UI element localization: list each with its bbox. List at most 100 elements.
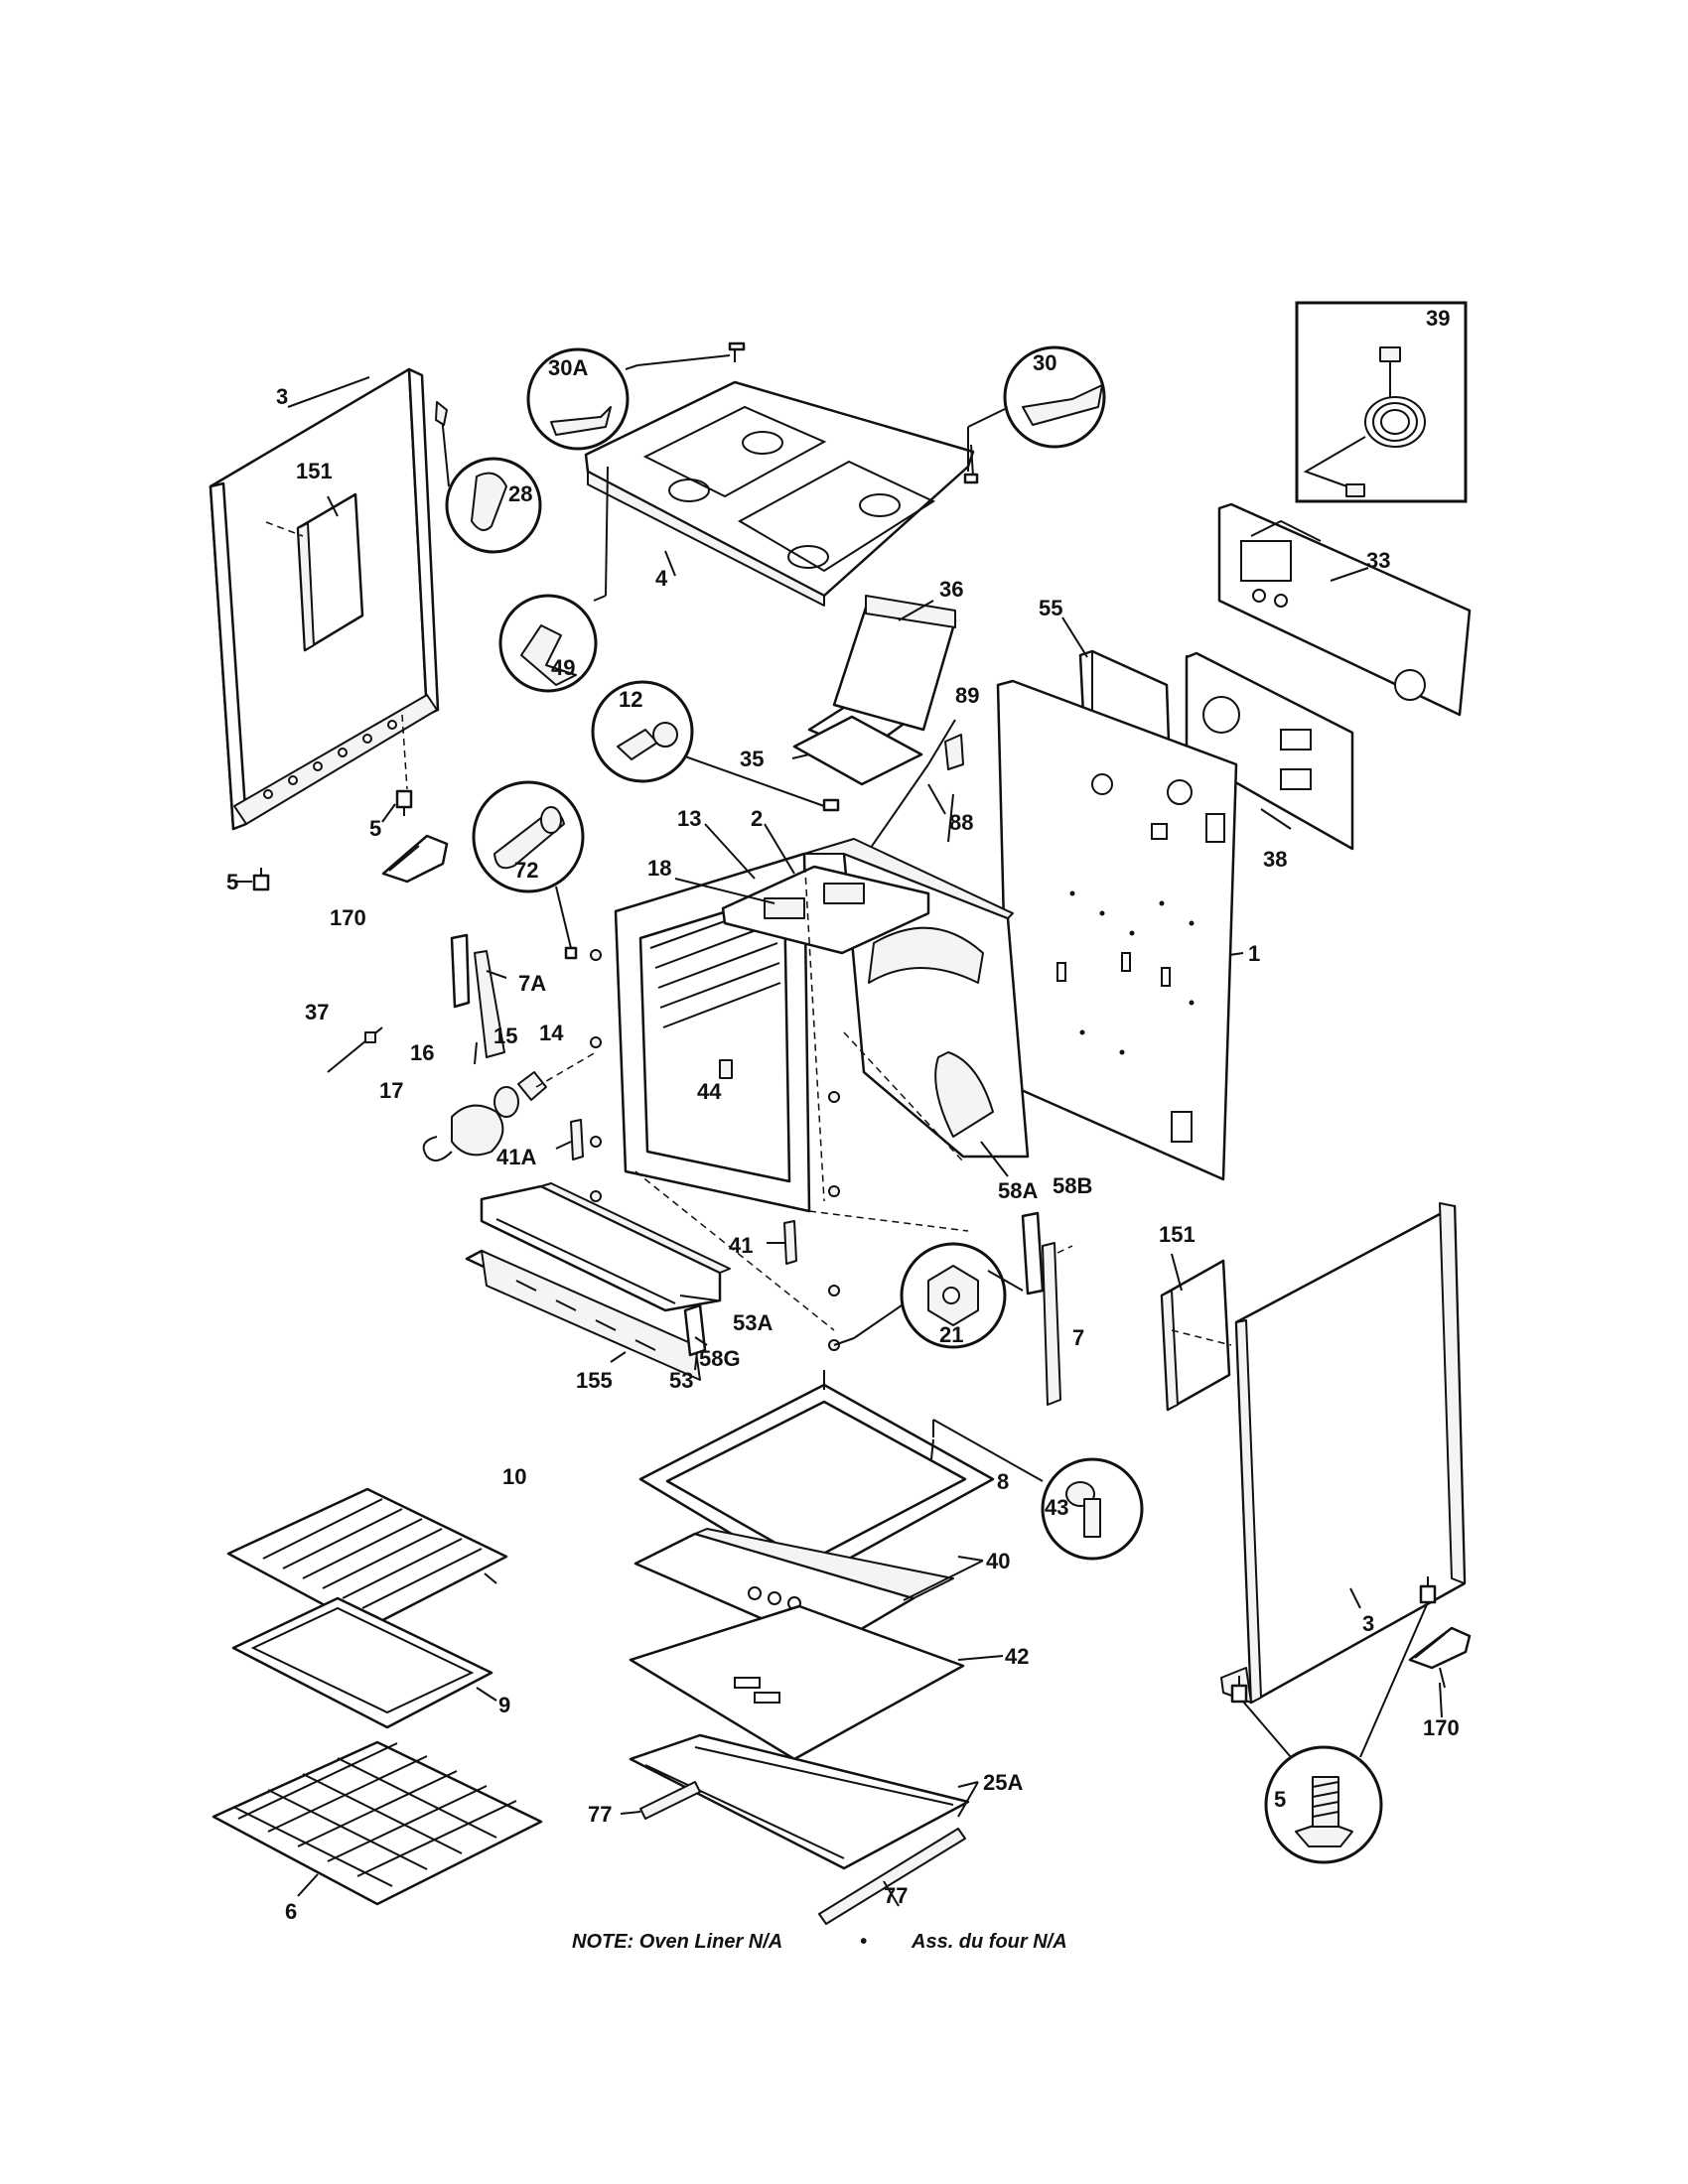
note-bullet: • [860,1931,867,1953]
bulb-15-icon [493,1086,519,1118]
label-58A: 58A [998,1178,1038,1203]
drawer-liner-42 [629,1604,965,1761]
clip-17-icon [422,1136,453,1161]
rail-77-b [818,1828,966,1925]
bracket-41A [555,1119,584,1160]
label-2: 2 [751,806,763,831]
label-72: 72 [514,858,538,883]
clip-28-icon [471,472,507,531]
oven-front-frame [614,852,811,1213]
label-1: 1 [1248,941,1260,966]
broiler-grid-10 [226,1487,508,1630]
drawer-panel-155 [465,1249,701,1381]
gasket-35 [792,715,923,786]
right-insulation-151 [1160,1259,1232,1412]
label-13: 13 [677,806,701,831]
wire-37 [327,1026,383,1073]
bracket-30A-icon [550,406,612,436]
label-5-a: 5 [369,816,381,841]
screw-5-b [252,868,270,891]
label-28: 28 [508,481,532,506]
label-7: 7 [1072,1325,1084,1350]
label-30A: 30A [548,355,588,380]
label-9: 9 [498,1693,510,1717]
label-30: 30 [1033,350,1056,375]
light-44-icon [719,1059,733,1079]
label-53A: 53A [733,1310,773,1335]
label-39: 39 [1426,306,1450,331]
footer-note: NOTE: Oven Liner N/A • Ass. du four N/A [572,1931,1067,1953]
label-58B: 58B [1053,1173,1092,1198]
back-panel-33 [1217,502,1472,717]
label-7A: 7A [518,971,546,996]
hinge-7 [1021,1211,1073,1406]
spark-49-icon [520,624,577,686]
label-88: 88 [949,810,973,835]
label-18: 18 [647,856,671,881]
drawer-end-53 [683,1303,707,1357]
drawer-front-53A [480,1182,731,1312]
label-5-c: 5 [1274,1787,1286,1812]
label-35: 35 [740,747,764,771]
screw-right-b [1230,1676,1248,1704]
wire-cover-38 [1185,651,1354,851]
label-36: 36 [939,577,963,602]
label-33: 33 [1366,548,1390,573]
label-41A: 41A [496,1145,536,1169]
label-8: 8 [997,1469,1009,1494]
switch-89-icon [944,734,964,770]
label-170-right: 170 [1423,1715,1460,1740]
oven-top-bracket-2 [721,865,930,955]
bracket-30-icon [1022,384,1103,426]
label-4: 4 [655,566,668,591]
label-41: 41 [729,1233,753,1258]
cylinder-72-icon [493,806,565,870]
bracket-170-right [1408,1626,1472,1689]
label-53: 53 [669,1368,693,1393]
label-38: 38 [1263,847,1287,872]
label-17: 17 [379,1078,403,1103]
label-40: 40 [986,1549,1010,1573]
note-oven-liner: NOTE: Oven Liner N/A [572,1931,782,1953]
rail-77-a [639,1781,701,1820]
label-3-right: 3 [1362,1611,1374,1636]
right-side-panel [1220,1202,1467,1705]
label-55: 55 [1039,596,1062,620]
label-25A: 25A [983,1770,1023,1795]
label-89: 89 [955,683,979,708]
label-170-left: 170 [330,905,366,930]
label-151-left: 151 [296,459,333,483]
label-6: 6 [285,1899,297,1924]
main-top-4 [584,380,975,607]
left-insulation-151 [296,492,364,652]
label-58G: 58G [699,1346,741,1371]
label-14: 14 [539,1021,564,1045]
label-15: 15 [493,1024,517,1048]
broiler-pan-9 [231,1596,493,1729]
screw-5-a [395,789,413,816]
part-labels: 3 151 28 30A 30 39 4 49 36 33 55 12 35 8… [226,306,1460,1924]
socket-14-icon [517,1071,547,1101]
leveler-5-icon [1295,1776,1353,1847]
drawer-rack-25A [629,1733,970,1870]
oven-wrapper-58B [803,838,1030,1159]
frame-screws [590,949,840,1351]
bracket-170-left [381,834,449,884]
bracket-41 [767,1220,797,1265]
label-151-right: 151 [1159,1222,1196,1247]
power-cord-39 [1295,301,1468,503]
hinge-7A [450,933,505,1065]
label-155: 155 [576,1368,613,1393]
label-43: 43 [1045,1495,1068,1520]
label-16: 16 [410,1040,434,1065]
lens-16-icon [451,1104,504,1157]
panel-holes [263,720,397,799]
label-77-b: 77 [884,1883,908,1908]
label-21: 21 [939,1322,963,1347]
note-ass-du-four: Ass. du four N/A [911,1931,1067,1953]
label-3-left: 3 [276,384,288,409]
bumper-21-icon [927,1265,979,1326]
fitting-12-icon [617,722,678,760]
label-42: 42 [1005,1644,1029,1669]
